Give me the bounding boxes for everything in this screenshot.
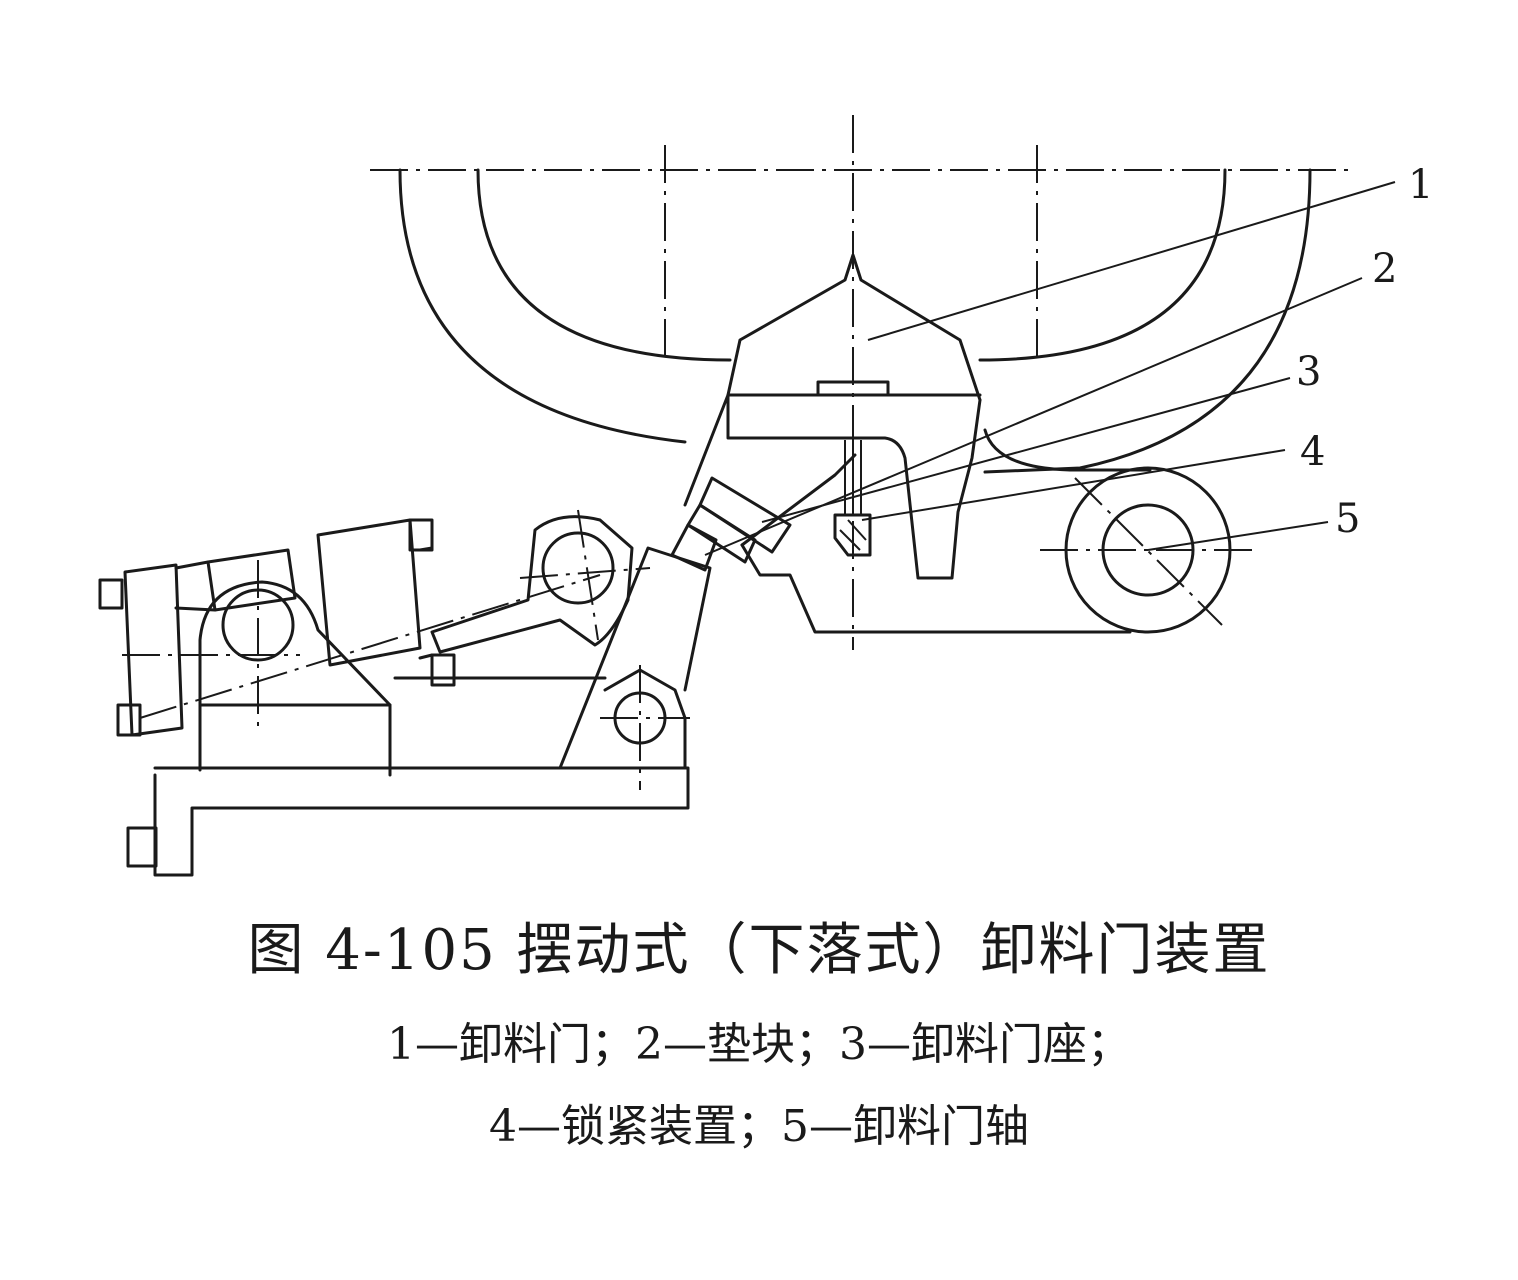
callout-5: 5 bbox=[1335, 496, 1360, 542]
callout-3: 3 bbox=[1296, 349, 1321, 395]
leader-lines bbox=[704, 181, 1396, 556]
mechanical-drawing: 1 2 3 4 5 bbox=[98, 115, 1433, 877]
callout-2: 2 bbox=[1372, 246, 1397, 292]
callout-1: 1 bbox=[1408, 162, 1433, 208]
base-frame bbox=[126, 676, 690, 877]
vessel-shell bbox=[398, 168, 1312, 474]
figure-legend-line-2: 4—锁紧装置；5—卸料门轴 bbox=[489, 1101, 1029, 1152]
callout-4: 4 bbox=[1300, 429, 1325, 475]
hydraulic-cylinder bbox=[98, 515, 634, 737]
centerlines bbox=[122, 115, 1355, 790]
callout-labels: 1 2 3 4 5 bbox=[1296, 162, 1433, 542]
locking-device bbox=[833, 440, 872, 557]
swing-arm bbox=[558, 546, 712, 770]
discharge-door bbox=[683, 253, 1072, 580]
door-seat bbox=[740, 453, 1232, 634]
figure-title: 图 4-105 摆动式（下落式）卸料门装置 bbox=[247, 918, 1271, 983]
figure-legend-line-1: 1—卸料门；2—垫块；3—卸料门座； bbox=[387, 1019, 1131, 1070]
trunnion-support bbox=[198, 580, 392, 777]
